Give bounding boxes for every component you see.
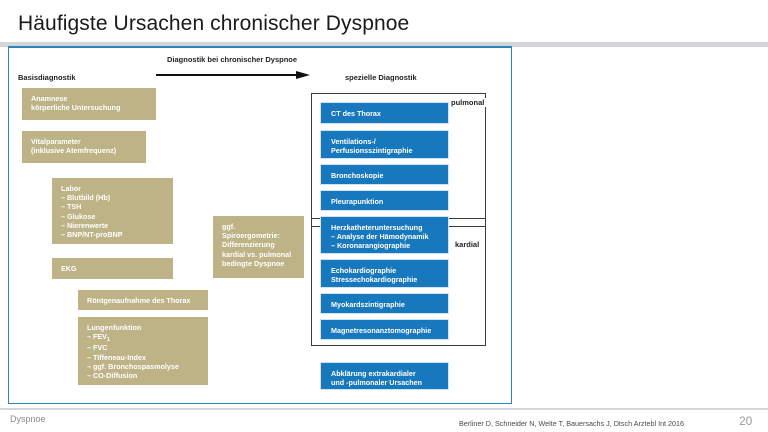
- box-vitalparameter: Vitalparameter (inklusive Atemfrequenz): [22, 131, 146, 163]
- group-label-pulmonal: pulmonal: [449, 98, 487, 107]
- footer-citation: Berliner D, Schneider N, Welte T, Bauers…: [459, 419, 685, 428]
- box-roentgen-thorax: Röntgenaufnahme des Thorax: [78, 290, 208, 310]
- flow-arrow-icon: [156, 71, 312, 80]
- box-myokardszintigraphie: Myokardszintigraphie: [320, 293, 449, 314]
- box-herzkatheteruntersuchung: Herzkatheteruntersuchung – Analyse der H…: [320, 216, 449, 254]
- arrow-caption: Diagnostik bei chronischer Dyspnoe: [167, 55, 298, 64]
- box-ekg: EKG: [52, 258, 173, 279]
- box-bronchoskopie: Bronchoskopie: [320, 164, 449, 185]
- label-spezielle-diagnostik: spezielle Diagnostik: [345, 73, 417, 82]
- footer-label: Dyspnoe: [10, 414, 46, 424]
- box-spiroergometrie: ggf. Spiroergometrie: Differenzierung ka…: [213, 216, 304, 278]
- arrow-line: [156, 74, 298, 76]
- box-echokardiographie: Echokardiographie Stressechokardiographi…: [320, 259, 449, 288]
- page-number: 20: [739, 414, 753, 428]
- box-anamnese: Anamnese körperliche Untersuchung: [22, 88, 156, 120]
- box-abklaerung-extrakardialer: Abklärung extrakardialer und -pulmonaler…: [320, 362, 449, 390]
- box-magnetresonanztomographie: Magnetresonanztomographie: [320, 319, 449, 340]
- group-label-kardial: kardial: [453, 240, 482, 249]
- box-ventilations-perfusionsszintigraphie: Ventilations-/ Perfusionsszintigraphie: [320, 130, 449, 159]
- box-lungenfunktion: Lungenfunktion – FEV1 – FVC – Tiffeneau-…: [78, 317, 208, 385]
- page-title: Häufigste Ursachen chronischer Dyspnoe: [18, 12, 410, 35]
- label-basisdiagnostik: Basisdiagnostik: [18, 73, 76, 82]
- box-pleurapunktion: Pleurapunktion: [320, 190, 449, 211]
- box-labor: Labor – Blutbild (Hb) – TSH – Glukose – …: [52, 178, 173, 244]
- title-divider: [0, 42, 768, 47]
- footer-divider: [0, 408, 768, 410]
- box-ct-thorax: CT des Thorax: [320, 102, 449, 124]
- arrow-head: [296, 71, 310, 79]
